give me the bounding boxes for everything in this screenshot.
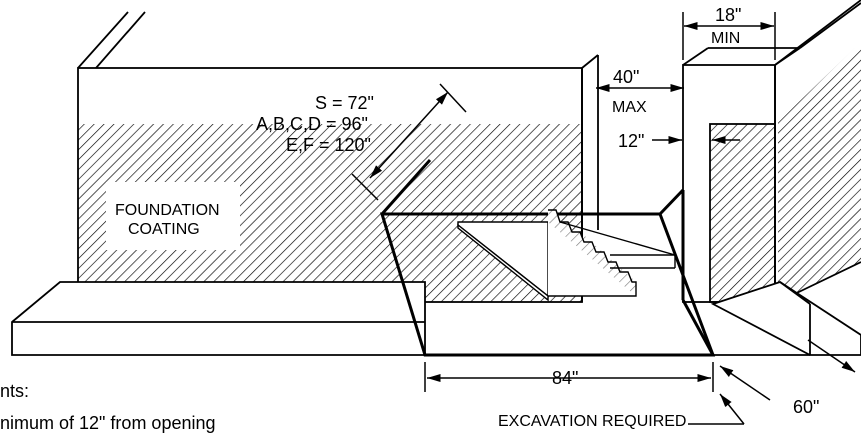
foundation-label-line1: FOUNDATION bbox=[115, 202, 220, 219]
foundation-label-line2: COATING bbox=[128, 221, 200, 238]
excavation-depth-value: 60" bbox=[793, 397, 820, 417]
max-gap-label: MAX bbox=[612, 99, 647, 116]
max-gap-value: 40" bbox=[613, 67, 640, 87]
excavation-required-label: EXCAVATION REQUIRED bbox=[498, 413, 687, 430]
excavation-leader bbox=[688, 393, 745, 425]
length-abcd-label: A,B,C,D = 96" bbox=[256, 114, 368, 134]
min-width-label: MIN bbox=[711, 30, 741, 47]
length-s-label: S = 72" bbox=[315, 93, 374, 113]
min-width-value: 18" bbox=[715, 5, 742, 25]
opening-wall bbox=[581, 0, 861, 303]
footing-slab bbox=[11, 281, 861, 356]
min-width-dimension bbox=[682, 12, 776, 60]
notes-line2: nimum of 12" from opening bbox=[0, 413, 216, 433]
excavation-depth-dimension bbox=[719, 339, 856, 401]
offset-value: 12" bbox=[618, 131, 645, 151]
excavation-width-dimension bbox=[424, 362, 714, 392]
length-ef-label: E,F = 120" bbox=[286, 135, 371, 155]
stair-assembly bbox=[457, 209, 676, 302]
coating-label-mask bbox=[106, 182, 240, 250]
notes-line1: nts: bbox=[0, 381, 30, 401]
length-dimension bbox=[351, 83, 467, 201]
excavation-width-value: 84" bbox=[552, 368, 579, 388]
